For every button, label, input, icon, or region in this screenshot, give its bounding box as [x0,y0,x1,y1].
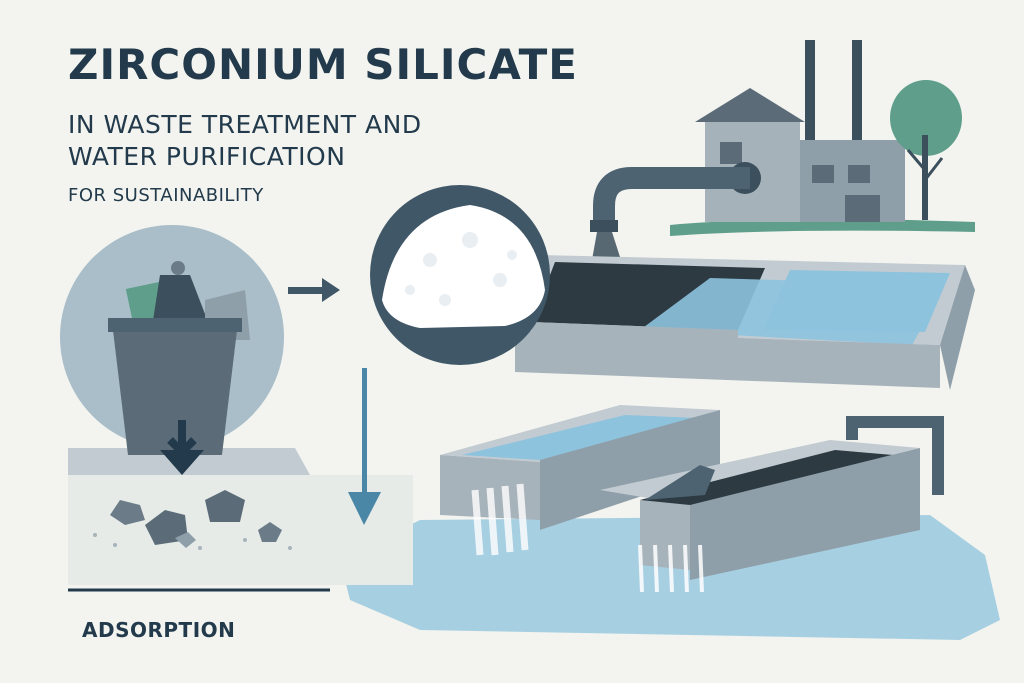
adsorption-rocks [93,490,292,550]
upper-tanks [515,255,975,390]
subtitle-line-2: WATER PURIFICATION [68,142,346,171]
page-title: ZIRCONIUM SILICATE [68,40,578,89]
adsorption-label: ADSORPTION [82,618,236,642]
factory-icon [670,40,975,236]
subtitle-line-3: FOR SUSTAINABILITY [68,185,264,206]
arrow-right-icon [288,278,340,302]
trash-bin-icon [60,225,310,475]
ground-panel [68,475,413,585]
arrow-down-icon [348,368,381,525]
lower-tanks [440,405,944,593]
tree-icon [890,80,962,220]
subtitle-line-1: IN WASTE TREATMENT AND [68,110,422,139]
granules-icon [370,185,550,365]
